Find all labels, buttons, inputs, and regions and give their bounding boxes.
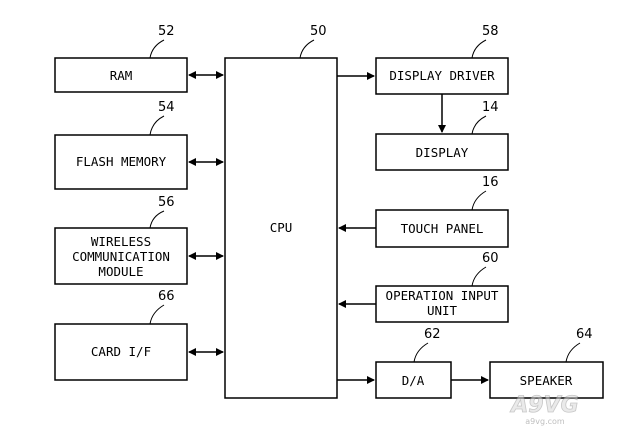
leader-card <box>149 304 165 325</box>
display-block: DISPLAY <box>375 133 509 171</box>
operation-input-block: OPERATION INPUT UNIT <box>375 285 509 323</box>
da-block: D/A <box>375 361 452 399</box>
ref-cpu: 50 <box>310 24 327 39</box>
ref-speaker: 64 <box>576 327 593 342</box>
speaker-block: SPEAKER <box>489 361 604 399</box>
touch-panel-block: TOUCH PANEL <box>375 209 509 248</box>
leader-touch-panel <box>471 190 487 211</box>
ref-touch-panel: 16 <box>482 175 499 190</box>
display-driver-block: DISPLAY DRIVER <box>375 57 509 95</box>
leader-operation-input <box>471 266 487 287</box>
ref-flash: 54 <box>158 100 175 115</box>
ref-display: 14 <box>482 100 499 115</box>
leader-cpu <box>299 39 315 59</box>
ref-card: 66 <box>158 289 175 304</box>
leader-speaker <box>565 342 581 363</box>
leader-display-driver <box>471 39 487 59</box>
ram-label: RAM <box>110 68 133 83</box>
a9vg-watermark-logo: A9VG a9vg.com <box>509 393 579 426</box>
speaker-label: SPEAKER <box>520 373 573 388</box>
wireless-label-line-2: COMMUNICATION <box>72 249 170 264</box>
leader-display <box>471 115 487 135</box>
card-if-block: CARD I/F <box>54 323 188 381</box>
touch-panel-label: TOUCH PANEL <box>401 221 484 236</box>
leader-da <box>413 342 429 363</box>
display-driver-label: DISPLAY DRIVER <box>389 68 495 83</box>
ref-ram: 52 <box>158 24 175 39</box>
watermark-logo-text: A9VG <box>509 393 578 418</box>
leader-wireless <box>149 210 165 229</box>
watermark-url: a9vg.com <box>525 417 565 426</box>
wireless-label-line-3: MODULE <box>98 264 143 279</box>
flash-memory-label: FLASH MEMORY <box>76 154 167 169</box>
card-if-label: CARD I/F <box>91 344 151 359</box>
display-label: DISPLAY <box>416 145 469 160</box>
ref-operation-input: 60 <box>482 251 499 266</box>
ref-da: 62 <box>424 327 441 342</box>
leader-ram <box>149 39 165 59</box>
flash-memory-block: FLASH MEMORY <box>54 134 188 190</box>
ram-block: RAM <box>54 57 188 93</box>
wireless-label-line-1: WIRELESS <box>91 234 151 249</box>
operation-label-line-1: OPERATION INPUT <box>386 288 499 303</box>
cpu-block: CPU <box>224 57 338 399</box>
ref-display-driver: 58 <box>482 24 499 39</box>
operation-label-line-2: UNIT <box>427 303 458 318</box>
ref-wireless: 56 <box>158 195 175 210</box>
wireless-module-block: WIRELESS COMMUNICATION MODULE <box>54 227 188 285</box>
da-label: D/A <box>402 373 425 388</box>
cpu-label: CPU <box>270 220 293 235</box>
leader-flash <box>149 115 165 136</box>
